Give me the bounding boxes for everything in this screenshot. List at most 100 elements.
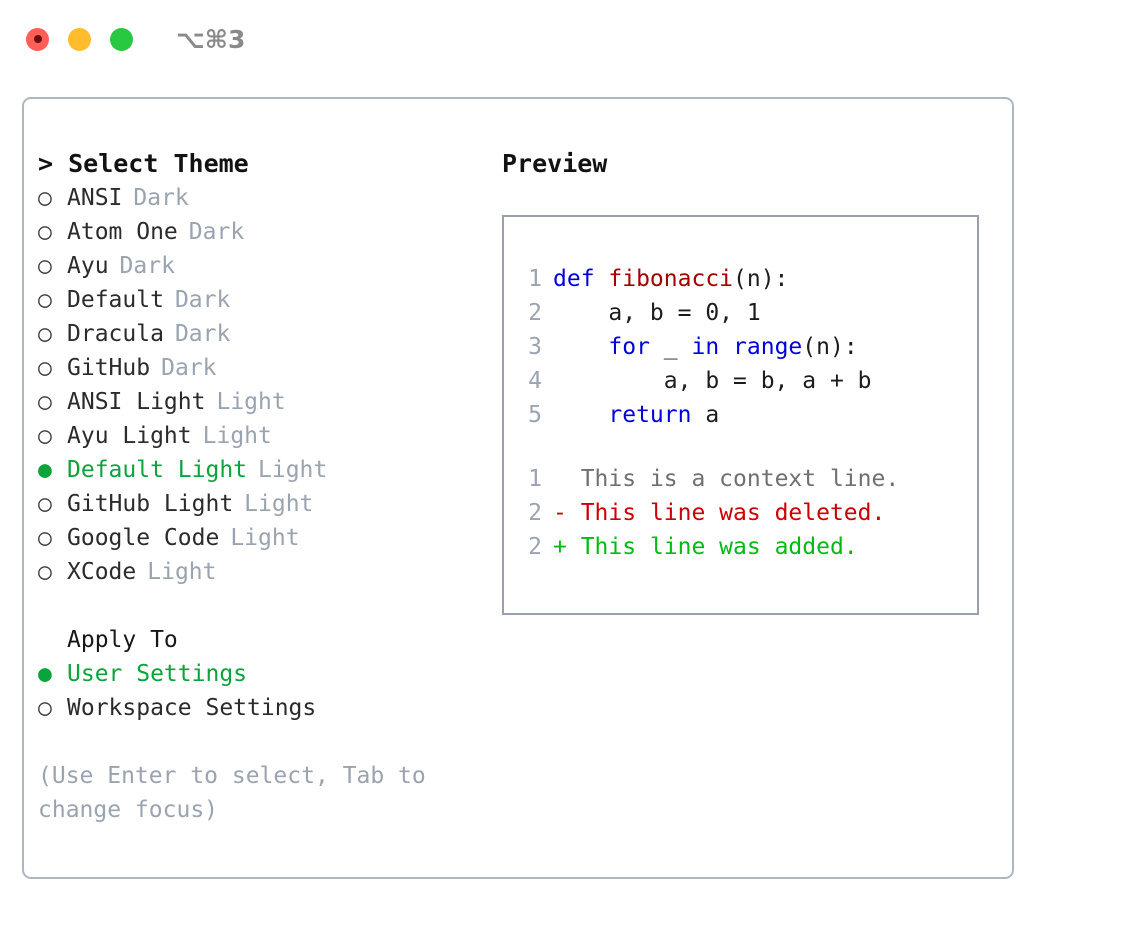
zoom-button-icon[interactable] — [110, 27, 133, 51]
theme-option-tag: Light — [147, 559, 217, 585]
theme-option-tag: Light — [258, 457, 328, 483]
apply-to-option-workspace-settings[interactable]: ○ Workspace Settings — [38, 691, 498, 725]
radio-unselected-icon: ○ — [38, 525, 52, 551]
code-line-number: 1 — [528, 266, 542, 292]
radio-unselected-icon: ○ — [38, 253, 52, 279]
code-line-text: for _ in range(n): — [553, 330, 858, 364]
close-button-icon[interactable] — [26, 27, 49, 51]
theme-option-label: ANSI Light — [67, 389, 206, 415]
code-token: (n): — [733, 266, 789, 292]
apply-to-option-label: Workspace Settings — [67, 695, 317, 721]
diff-line-text: - This line was deleted. — [553, 496, 885, 530]
theme-option-label: Default Light — [67, 457, 248, 483]
code-line: 2 a, b = 0, 1 — [522, 296, 977, 330]
code-line-text: return a — [553, 398, 719, 432]
radio-unselected-icon: ○ — [38, 185, 52, 211]
diff-line-deleted: 2- This line was deleted. — [522, 496, 977, 530]
window-shortcut-label: ⌥⌘3 — [176, 24, 246, 54]
theme-option-tag: Dark — [174, 321, 231, 347]
radio-unselected-icon: ○ — [38, 695, 52, 721]
recording-indicator-icon — [33, 35, 42, 43]
code-line-text: def fibonacci(n): — [553, 262, 788, 296]
code-token: a, b = 0, 1 — [553, 300, 761, 326]
keyboard-hint-text: (Use Enter to select, Tab to change focu… — [38, 763, 440, 823]
theme-option-tag: Dark — [119, 253, 175, 279]
theme-option-label: Dracula — [67, 321, 164, 347]
preview-header: Preview — [502, 149, 608, 178]
code-token: (n): — [802, 334, 858, 360]
diff-sample: 1 This is a context line.2- This line wa… — [522, 462, 977, 564]
theme-option-tag: Light — [230, 525, 300, 551]
code-line: 3 for _ in range(n): — [522, 330, 977, 364]
radio-unselected-icon: ○ — [38, 423, 52, 449]
apply-to-list: ● User Settings ○ Workspace Settings — [38, 657, 498, 725]
apply-to-option-label: User Settings — [67, 661, 248, 687]
apply-to-label: Apply To — [67, 627, 178, 653]
code-token: range — [733, 334, 803, 360]
code-token: a, b = b, a + b — [553, 368, 872, 394]
theme-option-dracula[interactable]: ○ Dracula Dark — [38, 317, 498, 351]
radio-selected-icon: ● — [38, 661, 52, 687]
apply-to-section: Apply To ● User Settings ○ Workspace Settin… — [38, 623, 498, 725]
radio-unselected-icon: ○ — [38, 219, 52, 245]
radio-unselected-icon: ○ — [38, 491, 52, 517]
diff-text: This line was deleted. — [566, 500, 886, 526]
theme-option-ayu-light[interactable]: ○ Ayu Light Light — [38, 419, 498, 453]
diff-text: This line was added. — [566, 534, 858, 560]
diff-line-added: 2+ This line was added. — [522, 530, 977, 564]
code-token: _ — [649, 334, 692, 360]
diff-marker-added: + — [553, 534, 567, 560]
theme-option-ansi-light[interactable]: ○ ANSI Light Light — [38, 385, 498, 419]
code-token — [553, 402, 608, 428]
radio-unselected-icon: ○ — [38, 559, 52, 585]
select-theme-header: > Select Theme — [38, 149, 249, 178]
diff-marker-context — [553, 466, 567, 492]
theme-option-tag: Light — [244, 491, 314, 517]
theme-option-label: Ayu Light — [67, 423, 192, 449]
theme-option-label: ANSI — [67, 185, 123, 211]
theme-option-label: GitHub Light — [67, 491, 234, 517]
radio-unselected-icon: ○ — [38, 287, 52, 313]
radio-unselected-icon: ○ — [38, 355, 52, 381]
apply-to-option-user-settings[interactable]: ● User Settings — [38, 657, 498, 691]
code-token: in — [691, 334, 720, 360]
theme-option-tag: Light — [202, 423, 272, 449]
code-line-text: a, b = b, a + b — [553, 364, 872, 398]
theme-option-github-light[interactable]: ○ GitHub Light Light — [38, 487, 498, 521]
diff-line-text: This is a context line. — [553, 462, 900, 496]
theme-option-xcode[interactable]: ○ XCode Light — [38, 555, 498, 589]
code-token: def — [553, 266, 609, 292]
code-line: 5 return a — [522, 398, 977, 432]
code-line: 1 def fibonacci(n): — [522, 262, 977, 296]
theme-option-label: XCode — [67, 559, 137, 585]
diff-line-context: 1 This is a context line. — [522, 462, 977, 496]
code-diff-spacer — [522, 432, 977, 462]
theme-option-tag: Light — [216, 389, 286, 415]
diff-line-text: + This line was added. — [553, 530, 858, 564]
code-line-number: 5 — [528, 402, 542, 428]
code-token: for — [608, 334, 650, 360]
minimize-button-icon[interactable] — [68, 27, 91, 51]
radio-unselected-icon: ○ — [38, 321, 52, 347]
radio-unselected-icon: ○ — [38, 389, 52, 415]
diff-line-number: 1 — [528, 466, 542, 492]
traffic-lights — [26, 27, 133, 51]
theme-option-tag: Dark — [161, 355, 217, 381]
code-token — [553, 334, 608, 360]
theme-option-label: Atom One — [67, 219, 178, 245]
code-token: return — [608, 402, 692, 428]
diff-text: This is a context line. — [566, 466, 900, 492]
code-token — [719, 334, 733, 360]
